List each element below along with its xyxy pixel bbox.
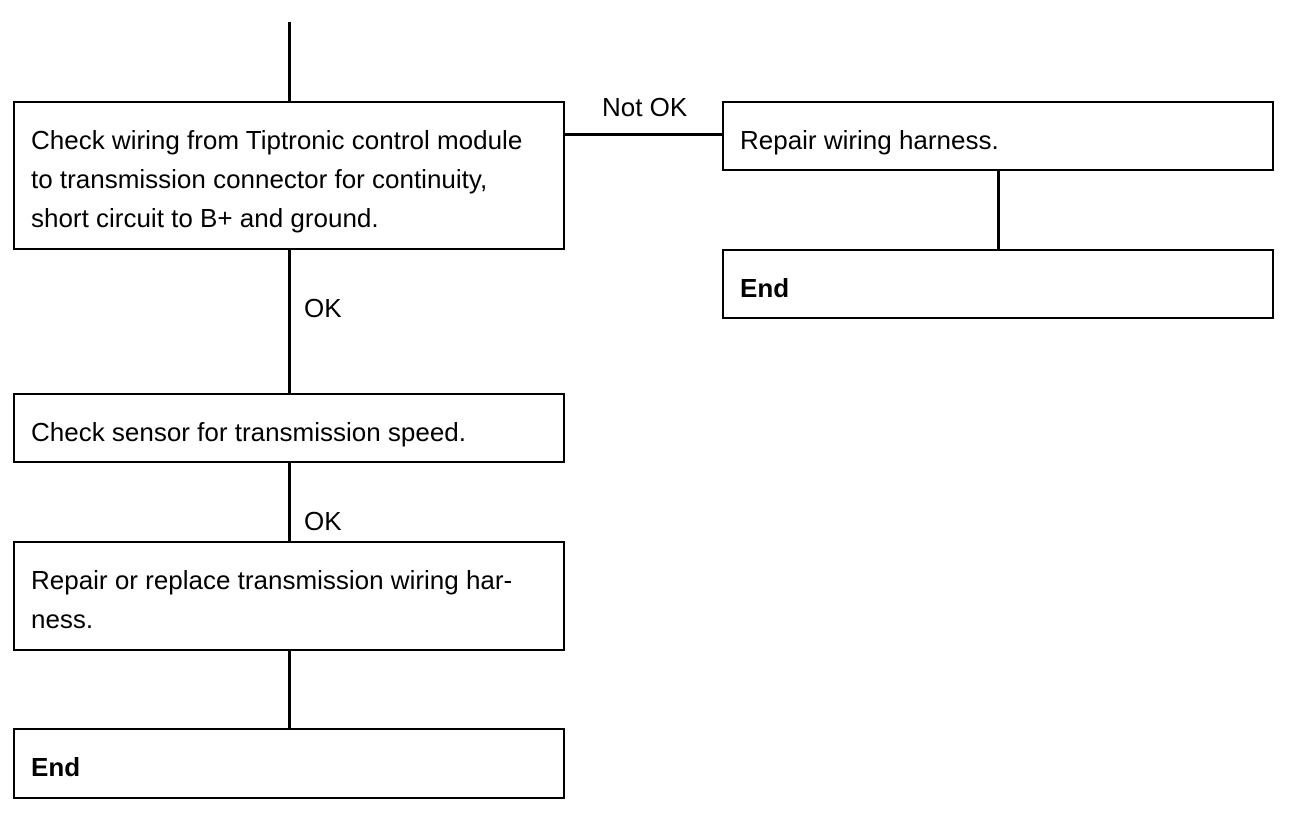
branch-label-ok-2: OK [304,506,342,536]
step-end-bottom: End [13,728,565,799]
step-repair-wiring-harness: Repair wiring harness. [722,101,1274,171]
connector-check-wiring-to-repair-harness [564,133,724,136]
step-check-wiring: Check wiring from Tiptronic control modu… [13,101,565,250]
step-repair-replace-harness: Repair or replace transmission wiring ha… [13,541,565,651]
connector-repair-harness-to-end [997,168,1000,250]
connector-check-wiring-to-check-sensor [288,248,291,396]
step-end-right: End [722,249,1274,319]
branch-label-ok-1: OK [304,293,342,323]
step-check-sensor: Check sensor for transmission speed. [13,393,565,463]
connector-check-sensor-to-repair-replace [288,461,291,543]
connector-repair-replace-to-end [288,648,291,730]
branch-label-not-ok: Not OK [602,92,688,122]
connector-top-entry [288,22,291,102]
